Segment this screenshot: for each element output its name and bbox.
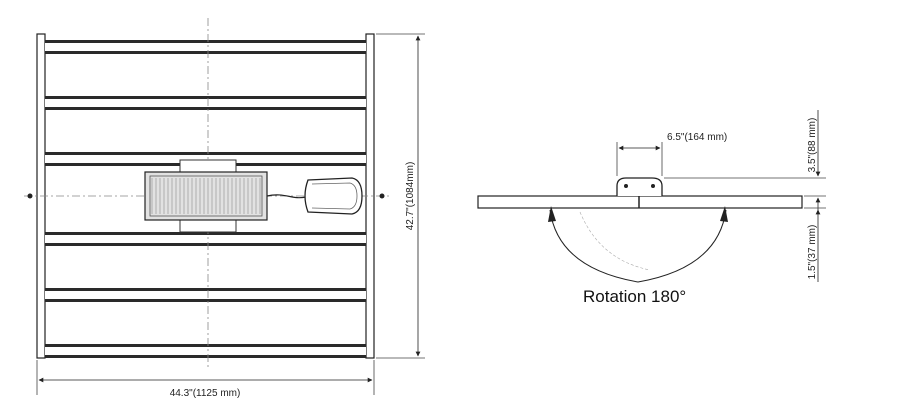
front-view: 42.7"(1084mm) 44.3"(1125 mm) bbox=[24, 18, 425, 399]
height-dimension: 42.7"(1084mm) bbox=[376, 33, 425, 359]
mount-width-dimension: 6.5"(164 mm) bbox=[616, 132, 727, 176]
light-bar bbox=[45, 232, 366, 246]
rotation-arc bbox=[548, 206, 728, 283]
driver-box bbox=[144, 171, 268, 221]
light-bar bbox=[45, 344, 366, 358]
bar-depth-dimension: 1.5"(37 mm) bbox=[804, 207, 826, 282]
bar-profile bbox=[477, 195, 803, 209]
light-bar bbox=[45, 288, 366, 302]
controller-housing bbox=[304, 177, 363, 215]
light-bar bbox=[45, 96, 366, 110]
side-view: 6.5"(164 mm) 3.5"(88 mm) 1.5"(37 mm) Rot… bbox=[477, 110, 826, 306]
rotation-label: Rotation 180° bbox=[583, 287, 686, 306]
height-label: 42.7"(1084mm) bbox=[405, 162, 416, 231]
mount-height-dimension: 3.5"(88 mm) bbox=[664, 110, 826, 214]
width-dimension: 44.3"(1125 mm) bbox=[36, 360, 375, 399]
mount-height-label: 3.5"(88 mm) bbox=[807, 118, 818, 173]
mount-bracket bbox=[616, 177, 663, 196]
light-bar bbox=[45, 40, 366, 54]
width-label: 44.3"(1125 mm) bbox=[170, 388, 241, 399]
bar-depth-label: 1.5"(37 mm) bbox=[807, 225, 818, 280]
mount-width-label: 6.5"(164 mm) bbox=[667, 132, 727, 143]
driver-cable bbox=[266, 194, 307, 199]
